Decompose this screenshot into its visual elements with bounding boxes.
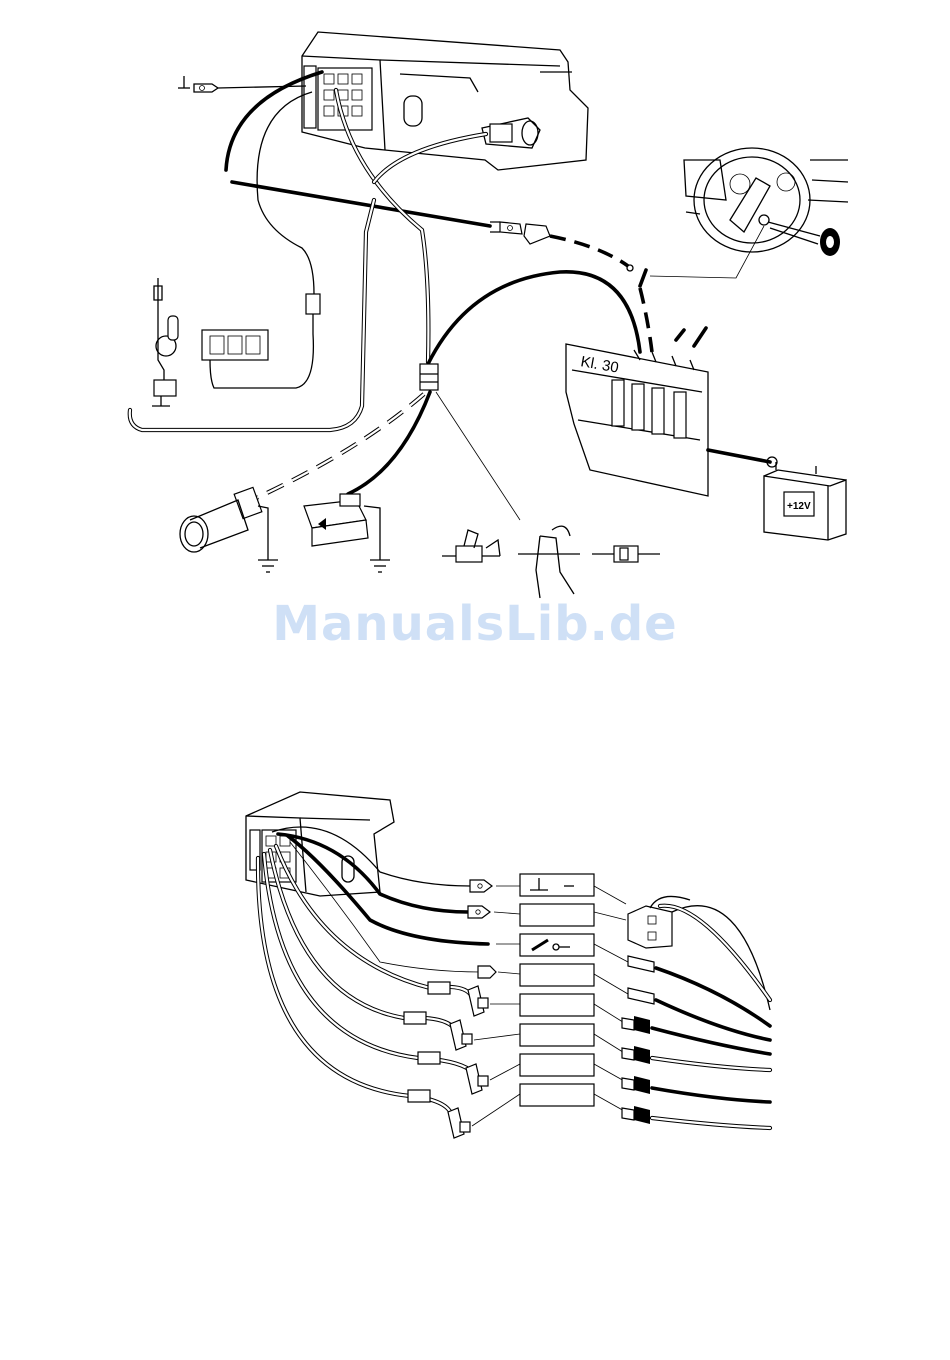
bottom-connection-diagram <box>246 792 770 1138</box>
crimp-pliers-icon <box>442 526 660 598</box>
harness-wires <box>130 72 640 430</box>
battery: +12V <box>764 462 846 540</box>
radio-housing <box>302 32 588 170</box>
power-lead <box>232 182 652 352</box>
battery-label: +12V <box>787 501 811 512</box>
label-column <box>520 874 594 1106</box>
splice-connector <box>420 364 520 520</box>
power-socket <box>180 394 424 572</box>
antenna-amplifier <box>202 330 268 360</box>
switch-unit <box>304 392 430 572</box>
fuse-box: Kl. 30 <box>566 328 777 496</box>
antenna-icon <box>152 278 178 406</box>
watermark: ManualsLib.de <box>0 596 950 652</box>
terminal-label: Kl. 30 <box>579 353 620 376</box>
speaker-connector-icon <box>622 1016 650 1124</box>
top-installation-diagram: Kl. 30 +12V <box>130 32 848 598</box>
steering-wheel-ignition <box>650 148 848 278</box>
